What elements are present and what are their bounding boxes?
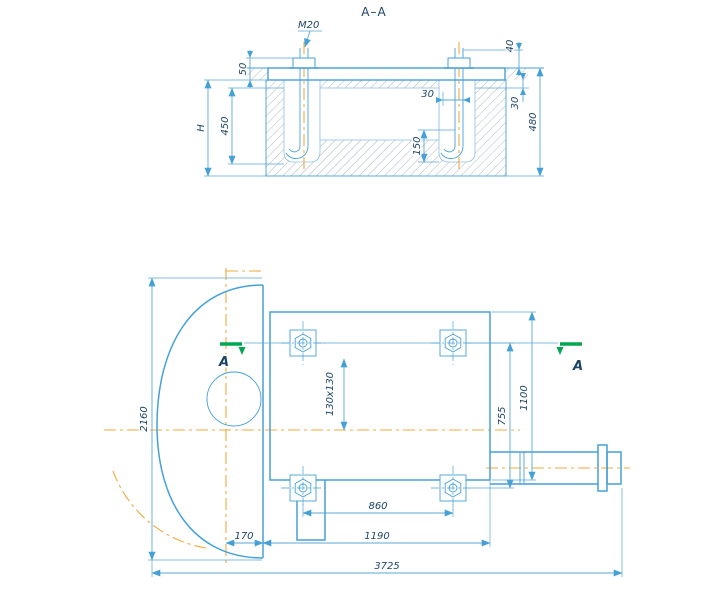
- dim-text-755: 755: [497, 406, 508, 425]
- hex-nut: [447, 57, 471, 69]
- anchor-bolt-top-right: [430, 320, 476, 366]
- dim-text-3725: 3725: [374, 561, 399, 572]
- dim-text-480: 480: [528, 112, 539, 131]
- scroll-volute: [156, 284, 264, 559]
- bolt-circle-arc: [112, 470, 207, 549]
- plan-view: A A 2160 130x130 755 1100: [104, 268, 630, 577]
- dim-text-1190: 1190: [364, 531, 389, 542]
- anchor-bolt-left: [285, 42, 319, 170]
- bolt-hook-inner: [443, 145, 456, 153]
- dim-text-860: 860: [368, 501, 387, 512]
- dim-arrow: [247, 51, 253, 58]
- leader-line: [304, 30, 311, 48]
- bolt-callout: M20: [297, 19, 322, 48]
- section-dims-right: 40 30 480 30 150: [411, 38, 544, 177]
- hex-nut: [292, 57, 316, 69]
- section-dims-left: H 450 50: [195, 50, 293, 177]
- inlet-circle: [206, 371, 262, 427]
- base-plate: [267, 67, 506, 81]
- bolt-hook-inner: [288, 145, 301, 153]
- dim-arrow: [520, 88, 526, 95]
- dim-text-2160: 2160: [139, 406, 150, 431]
- anchor-bolt-bottom-right: [430, 465, 476, 511]
- dim-arrow: [516, 43, 522, 50]
- dim-text-150: 150: [412, 136, 423, 155]
- central-blockout: [319, 87, 440, 141]
- dim-arrow: [463, 97, 470, 103]
- ground-wing-left: [246, 68, 268, 80]
- dim-text-170: 170: [234, 531, 253, 542]
- dim-arrow: [436, 97, 443, 103]
- plan-dimensions: 2160 130x130 755 1100 860 170: [138, 277, 623, 577]
- section-title: A–A: [361, 5, 386, 19]
- section-letter-right: A: [572, 359, 583, 374]
- anchor-bolt-top-left: [280, 320, 326, 366]
- dim-text-1100: 1100: [519, 385, 530, 410]
- fan-scroll: [156, 284, 264, 559]
- bolt-hook-outer: [440, 145, 464, 160]
- section-arrow-left: [238, 347, 246, 355]
- section-marks: A A: [216, 342, 585, 376]
- section-letter-left: A: [218, 355, 229, 370]
- bolt-pocket-left: [283, 79, 321, 163]
- bolt-pockets: [283, 79, 476, 163]
- dim-text-40: 40: [505, 40, 516, 53]
- section-arrow-right: [556, 347, 564, 355]
- dim-text-H: H: [196, 124, 207, 132]
- anchor-bolts-plan: [280, 320, 476, 511]
- bolt-hook-outer: [285, 145, 309, 160]
- anchor-bolt-bottom-left: [280, 465, 326, 511]
- dim-arrow: [247, 80, 253, 87]
- dim-text-130x130: 130x130: [325, 372, 336, 416]
- section-view: A–A: [195, 5, 544, 177]
- dim-text-30-h: 30: [421, 89, 434, 100]
- dim-arrow: [520, 73, 526, 80]
- bolt-spec-label: M20: [298, 20, 319, 31]
- base-plate-outline: [269, 311, 491, 481]
- dim-text-450: 450: [220, 116, 231, 135]
- dim-text-30: 30: [510, 97, 521, 110]
- dim-text-50: 50: [238, 63, 249, 76]
- shaft-stub: [606, 451, 622, 485]
